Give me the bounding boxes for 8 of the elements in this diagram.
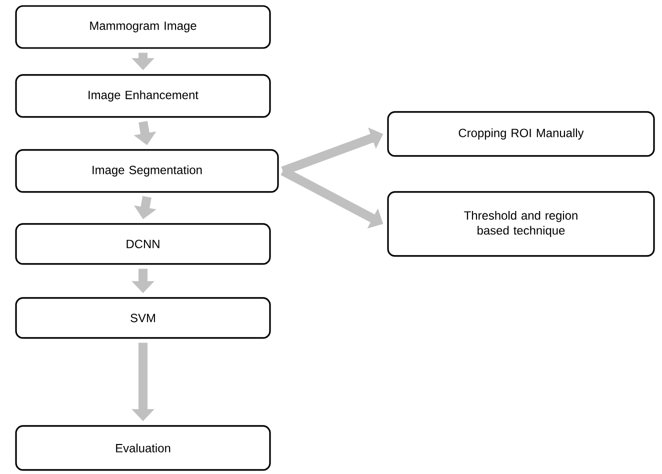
process-box: Image Segmentation [15,149,279,193]
process-box: Image Enhancement [15,74,271,118]
process-box: Cropping ROI Manually [387,111,655,157]
process-box: Evaluation [15,425,271,471]
process-box: SVM [15,297,271,339]
process-box: Threshold and region based technique [387,191,655,257]
process-box: Mammogram Image [15,5,271,49]
process-box: DCNN [15,223,271,265]
